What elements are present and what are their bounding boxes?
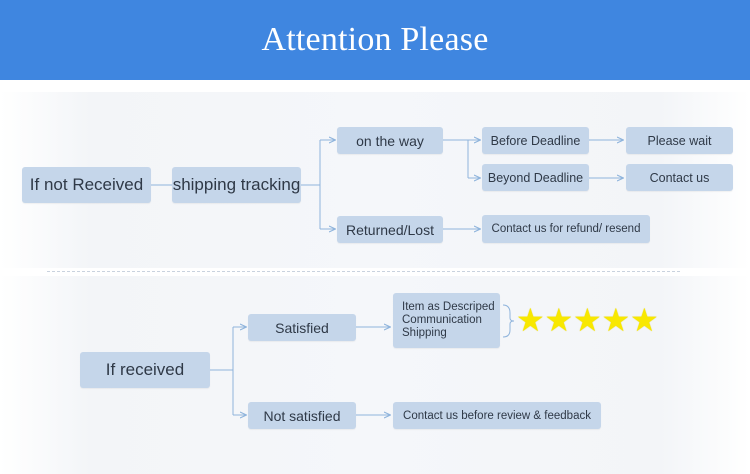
connector-ratings-bracket — [502, 304, 515, 338]
satisfied-node: Satisfied — [248, 314, 356, 341]
not-satisfied-node: Not satisfied — [248, 402, 356, 429]
ratings-node: Item as Descriped Communication Shipping — [393, 293, 500, 348]
five-star-rating: ★★★★★ — [516, 304, 659, 336]
header-banner: Attention Please — [0, 0, 750, 80]
rating-communication: Communication — [402, 314, 482, 326]
contact-us-node: Contact us — [626, 164, 733, 191]
star-icon: ★ — [544, 302, 574, 338]
if-received-node: If received — [80, 352, 210, 388]
section-divider — [47, 271, 680, 272]
shipping-tracking-node: shipping tracking — [172, 167, 301, 203]
rating-shipping: Shipping — [402, 327, 447, 339]
on-the-way-node: on the way — [337, 127, 443, 154]
before-deadline-node: Before Deadline — [482, 127, 589, 154]
rating-item-described: Item as Descriped — [402, 301, 495, 313]
star-icon: ★ — [630, 302, 659, 338]
contact-before-review-node: Contact us before review & feedback — [393, 402, 601, 429]
star-icon: ★ — [516, 302, 545, 338]
returned-lost-node: Returned/Lost — [337, 216, 443, 243]
page-title: Attention Please — [261, 21, 489, 58]
please-wait-node: Please wait — [626, 127, 733, 154]
if-not-received-node: If not Received — [22, 167, 151, 203]
star-icon: ★ — [573, 302, 602, 338]
beyond-deadline-node: Beyond Deadline — [482, 164, 589, 191]
refund-resend-node: Contact us for refund/ resend — [482, 215, 650, 243]
star-icon: ★ — [601, 302, 631, 338]
